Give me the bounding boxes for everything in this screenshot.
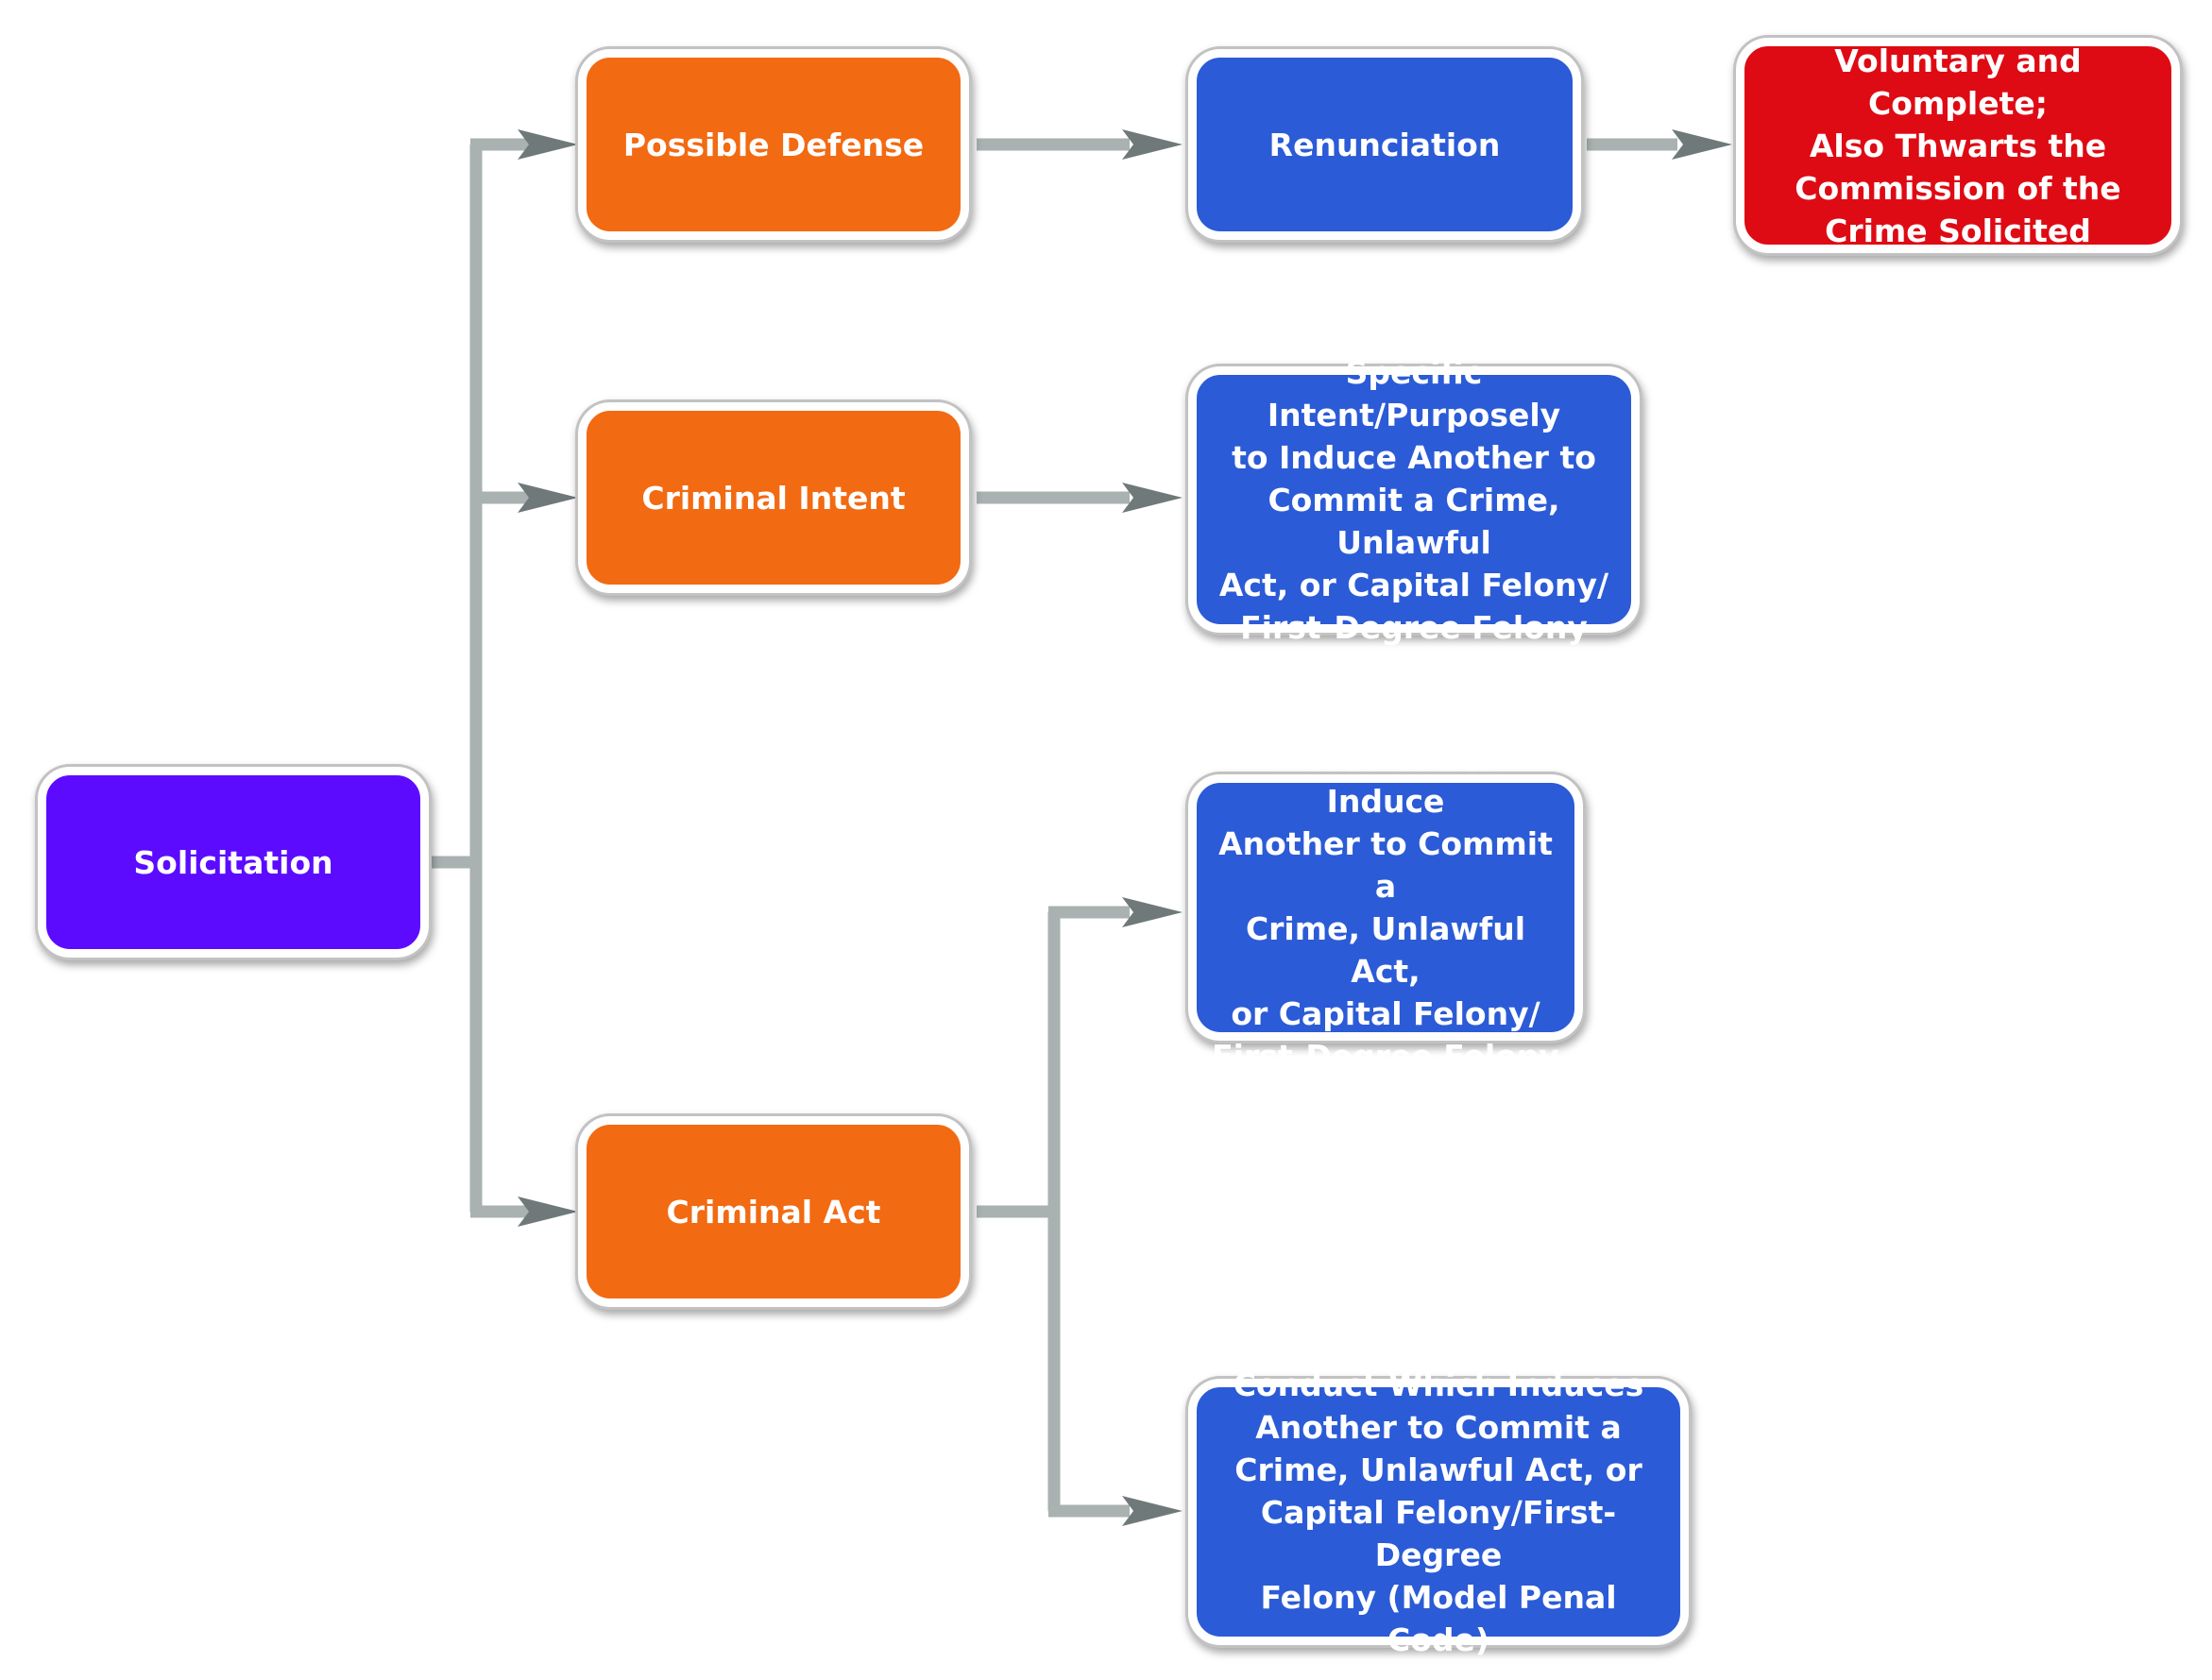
node-renunciation: Renunciation [1188,49,1581,240]
arrowhead-criminal-act [518,1196,578,1227]
node-criminal-act: Criminal Act [578,1116,969,1307]
arrowhead-renunciation [1122,129,1183,160]
node-criminal-intent: Criminal Intent [578,402,969,593]
node-specific-intent: Specific Intent/Purposely to Induce Anot… [1188,354,1640,646]
arrowhead-voluntary [1672,129,1732,160]
node-solicitation: Solicitation [38,767,429,958]
node-possible-defense: Possible Defense [578,49,969,240]
node-conduct-induces: Conduct Which Induces Another to Commit … [1188,1366,1689,1658]
node-words-induce: Words Which Induce Another to Commit a C… [1188,740,1583,1075]
arrowhead-possible-defense [518,129,578,160]
arrowhead-criminal-intent [518,483,578,513]
arrowhead-specific-intent [1122,483,1183,513]
node-voluntary-complete: Voluntary and Complete; Also Thwarts the… [1736,38,2180,253]
arrowhead-words [1122,897,1183,927]
arrowhead-conduct [1122,1496,1183,1526]
